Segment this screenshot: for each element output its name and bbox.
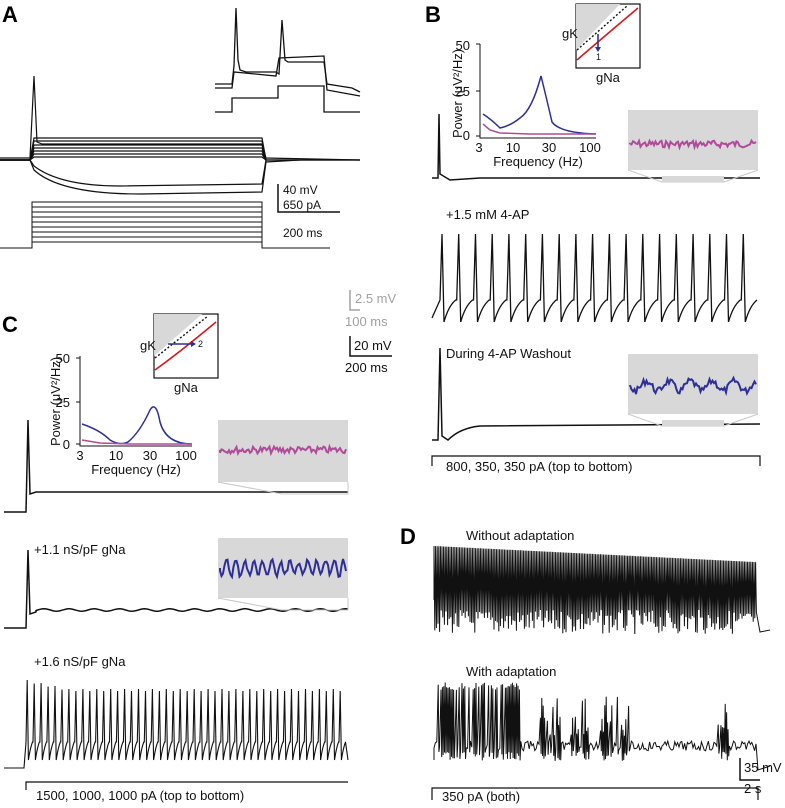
panel-a-inset-trace xyxy=(215,7,361,113)
panel-a-scale-time: 200 ms xyxy=(283,226,322,240)
panel-b-psd-curve-magenta xyxy=(482,123,596,135)
panel-b-stim-label: 800, 350, 350 pA (top to bottom) xyxy=(446,459,632,474)
panel-b-xtick-30: 30 xyxy=(542,140,556,155)
panel-b-trace-washout xyxy=(432,347,761,441)
panel-c-ytick-50: 50 xyxy=(56,351,70,366)
panel-c-inset-gk: gK xyxy=(140,338,156,353)
panel-b: B 50 25 0 3 10 30 100 Frequency (Hz) Pow… xyxy=(425,2,761,474)
panel-a-current-steps xyxy=(0,201,330,249)
panel-b-inset-gk: gK xyxy=(562,26,578,41)
panel-b-stim-trace xyxy=(431,455,761,466)
panel-c-scale-grey-time: 100 ms xyxy=(345,314,388,329)
panel-b-ytick-50: 50 xyxy=(456,38,470,53)
panel-b-trace2-label: +1.5 mM 4-AP xyxy=(446,207,529,222)
panel-c-gk-gna-inset: 2 gK gNa xyxy=(140,313,219,395)
panel-a-letter: A xyxy=(2,2,18,27)
panel-c-psd-plot: 50 25 0 3 10 30 100 Frequency (Hz) Power… xyxy=(48,351,197,477)
panel-b-zoom-navy xyxy=(627,354,759,427)
panel-c-scale-voltage: 20 mV xyxy=(354,338,392,353)
panel-c-trace2-label: +1.1 nS/pF gNa xyxy=(34,542,126,557)
panel-c-xtick-30: 30 xyxy=(143,448,157,463)
panel-d-scale-voltage: 35 mV xyxy=(744,760,782,775)
panel-c-xtick-3: 3 xyxy=(76,448,83,463)
panel-b-ytick-0: 0 xyxy=(463,128,470,143)
panel-c-inset-arrow-label: 2 xyxy=(198,339,203,349)
panel-c-stim-trace xyxy=(25,781,348,790)
panel-c-stim-label: 1500, 1000, 1000 pA (top to bottom) xyxy=(36,788,244,803)
panel-c-ytick-0: 0 xyxy=(63,437,70,452)
panel-b-inset-gna: gNa xyxy=(596,70,621,85)
panel-d-trace1-label: Without adaptation xyxy=(466,528,574,543)
panel-c-letter: C xyxy=(2,312,18,337)
panel-b-letter: B xyxy=(425,2,441,27)
panel-b-xtick-3: 3 xyxy=(475,140,482,155)
panel-c-trace3-label: +1.6 nS/pF gNa xyxy=(34,654,126,669)
panel-c-psd-xlabel: Frequency (Hz) xyxy=(91,462,181,477)
panel-a-voltage-traces xyxy=(0,75,361,195)
panel-b-xtick-10: 10 xyxy=(506,140,520,155)
panel-b-trace-control xyxy=(432,113,760,181)
panel-c: C 2.5 mV 100 ms 20 mV 200 ms 50 25 0 3 1… xyxy=(2,290,397,803)
panel-c-xtick-10: 10 xyxy=(109,448,123,463)
panel-c-trace-gna-1-1 xyxy=(4,549,349,629)
panel-b-xtick-100: 100 xyxy=(579,140,601,155)
panel-c-zoom-navy xyxy=(217,538,349,611)
panel-d-stim-label: 350 pA (both) xyxy=(442,789,520,804)
panel-b-psd-ylabel: Power (μV²/Hz) xyxy=(450,49,465,138)
panel-b-trace3-label: During 4-AP Washout xyxy=(446,346,571,361)
panel-b-psd-curve-navy xyxy=(482,75,597,135)
panel-b-psd-plot: 50 25 0 3 10 30 100 Frequency (Hz) Power… xyxy=(450,38,601,169)
panel-a-scale-bar xyxy=(277,184,340,213)
panel-d-stim-trace xyxy=(431,787,759,800)
panel-b-gk-gna-inset: 1 gK gNa xyxy=(562,3,641,85)
panel-c-psd-ylabel: Power (μV²/Hz) xyxy=(48,357,63,446)
panel-d: D Without adaptation With adaptation 35 … xyxy=(400,524,782,804)
panel-d-scale-bar: 35 mV 2 s xyxy=(739,758,782,796)
panel-c-scale-bars: 2.5 mV 100 ms 20 mV 200 ms xyxy=(345,290,397,375)
panel-c-zoom-magenta xyxy=(217,420,349,495)
panel-b-zoom-magenta xyxy=(627,110,759,183)
panel-c-xtick-100: 100 xyxy=(175,448,197,463)
panel-a: A 40 mV 650 pA 200 ms xyxy=(0,2,361,249)
panel-c-psd-curve-navy xyxy=(81,406,193,445)
panel-b-psd-xlabel: Frequency (Hz) xyxy=(493,154,583,169)
panel-c-trace-control xyxy=(4,419,348,513)
panel-c-inset-gna: gNa xyxy=(174,380,199,395)
panel-d-letter: D xyxy=(400,524,416,549)
panel-c-scale-grey-voltage: 2.5 mV xyxy=(355,291,397,306)
panel-c-scale-time: 200 ms xyxy=(345,360,388,375)
panel-d-trace-without-adaptation xyxy=(433,545,771,635)
panel-c-psd-curve-magenta xyxy=(81,439,192,445)
panel-c-trace-gna-1-6 xyxy=(4,679,349,769)
panel-a-scale-current: 650 pA xyxy=(283,198,321,212)
panel-d-trace2-label: With adaptation xyxy=(466,664,556,679)
panel-c-ytick-25: 25 xyxy=(56,395,70,410)
panel-d-trace-with-adaptation xyxy=(433,682,771,771)
panel-b-inset-arrow-label: 1 xyxy=(596,52,601,62)
panel-b-ytick-25: 25 xyxy=(456,84,470,99)
panel-a-scale-voltage: 40 mV xyxy=(283,183,318,197)
panel-b-trace-4ap xyxy=(431,233,758,323)
